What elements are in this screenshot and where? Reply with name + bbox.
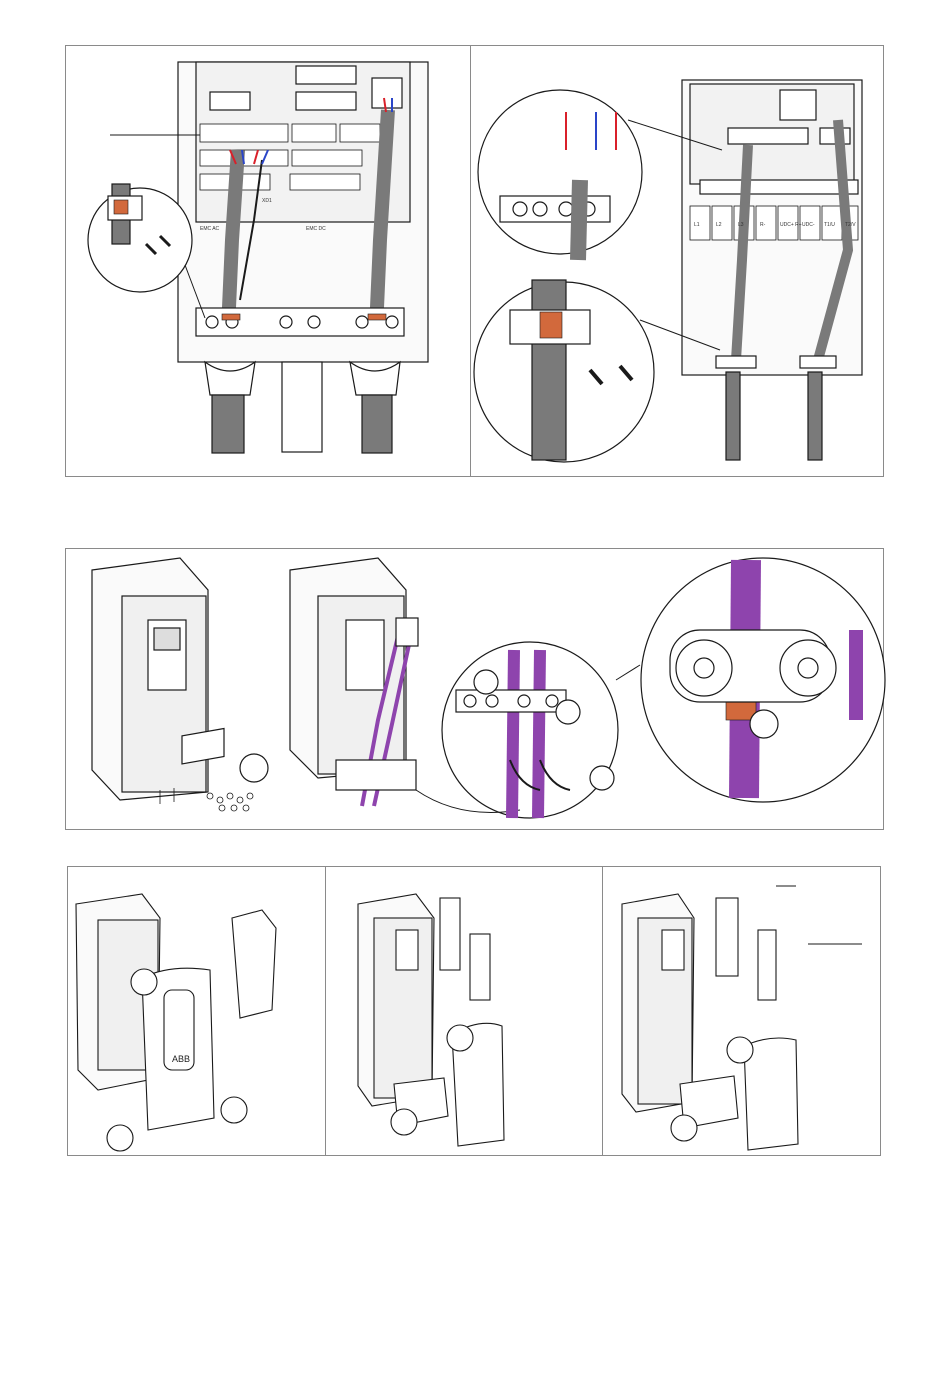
abb-logo: ABB <box>172 1054 190 1064</box>
small-cover <box>232 910 276 1018</box>
step-callout-c <box>107 1125 133 1151</box>
step-callout-a <box>131 969 157 995</box>
step-callout-e <box>391 1109 417 1135</box>
step-callout-f <box>727 1037 753 1063</box>
step-callout-b <box>221 1097 247 1123</box>
step-callout-g <box>671 1115 697 1141</box>
step-callout-d <box>447 1025 473 1051</box>
